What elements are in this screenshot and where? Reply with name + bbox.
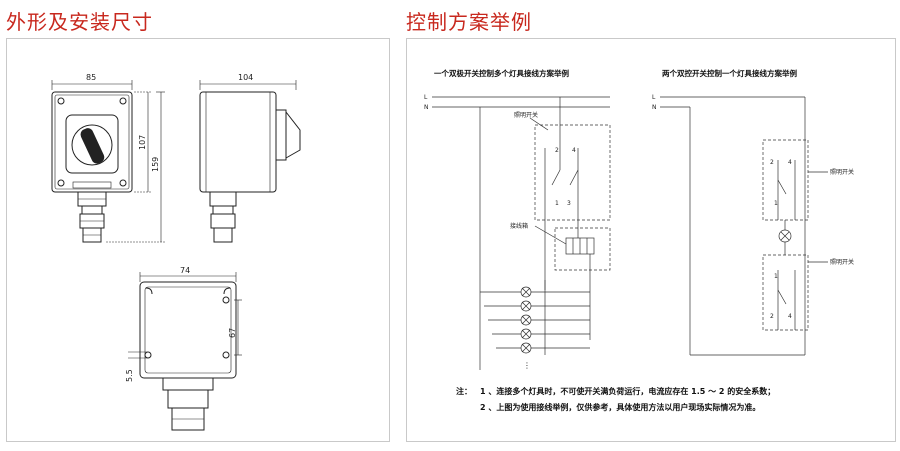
side-view-drawing [199, 91, 301, 243]
scheme2-N: N [652, 104, 657, 111]
dim-hole-diameter: 5.5 [125, 369, 134, 382]
scheme2-top-pin-4: 4 [788, 159, 792, 166]
base-view-drawing [139, 281, 237, 431]
dim-hole-spacing: 67 [228, 328, 237, 338]
scheme2-bot-pin-1: 1 [774, 273, 778, 280]
dimensions-panel [6, 38, 390, 442]
scheme2-bot-pin-2: 2 [770, 313, 774, 320]
dim-base-width: 74 [180, 266, 190, 275]
right-section-title: 控制方案举例 [406, 10, 532, 34]
scheme2-wiring [660, 96, 828, 356]
scheme1-pin-4: 4 [572, 147, 576, 154]
scheme1-pin-3: 3 [567, 200, 571, 207]
dim-side-width: 104 [238, 73, 253, 82]
scheme1-pin-1: 1 [555, 200, 559, 207]
notes-prefix: 注： [456, 386, 472, 396]
scheme2-switch-label-bottom: 照明开关 [830, 258, 854, 266]
dim-front-width: 85 [86, 73, 96, 82]
scheme1-more: ⋮ [523, 361, 531, 370]
front-view-drawing [51, 91, 133, 243]
scheme1-N: N [424, 104, 429, 111]
scheme2-L: L [652, 94, 656, 101]
wiring-panel [406, 38, 896, 442]
scheme2-top-pin-1: 1 [774, 200, 778, 207]
scheme2-heading: 两个双控开关控制一个灯具接线方案举例 [662, 68, 797, 78]
scheme1-pin-2: 2 [555, 147, 559, 154]
scheme1-wiring [432, 96, 611, 370]
scheme2-top-pin-2: 2 [770, 159, 774, 166]
scheme2-bot-pin-4: 4 [788, 313, 792, 320]
dim-inner-height: 107 [138, 135, 147, 150]
scheme1-heading: 一个双极开关控制多个灯具接线方案举例 [434, 68, 569, 78]
notes-line-1: 1 、连接多个灯具时，不可使开关满负荷运行，电流应存在 1.5 ～ 2 的安全系… [480, 386, 775, 397]
scheme1-terminal-label: 接线箱 [510, 222, 528, 230]
dim-outer-height: 159 [151, 157, 160, 172]
scheme1-switch-label: 照明开关 [514, 111, 538, 119]
notes-line-2: 2 、上图为使用接线举例，仅供参考，具体使用方法以用户现场实际情况为准。 [480, 402, 760, 412]
scheme2-switch-label-top: 照明开关 [830, 168, 854, 176]
left-section-title: 外形及安装尺寸 [6, 10, 153, 34]
scheme1-L: L [424, 94, 428, 101]
